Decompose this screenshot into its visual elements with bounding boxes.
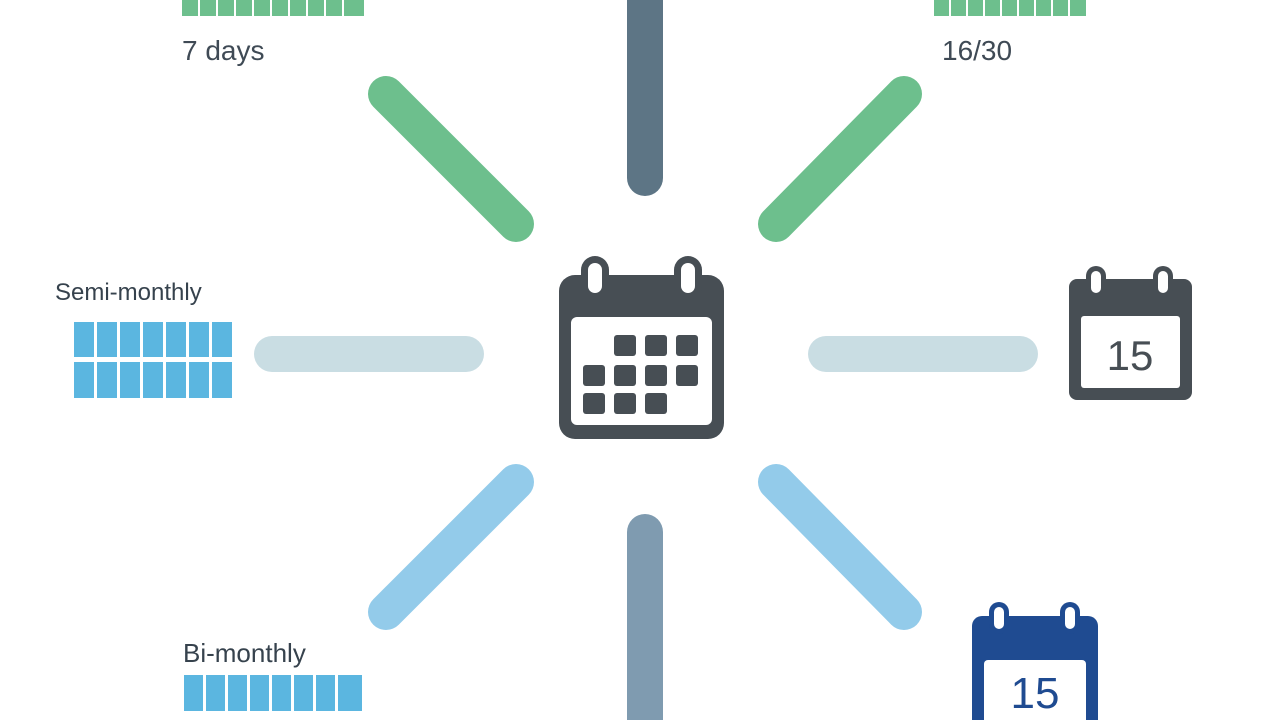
label-semi-monthly: Semi-monthly bbox=[55, 279, 202, 306]
semi-monthly-grid bbox=[74, 322, 232, 398]
top-right-grid bbox=[934, 0, 1086, 16]
calendar-navy-day: 15 bbox=[1011, 669, 1060, 718]
label-16-30: 16/30 bbox=[942, 35, 1013, 66]
spoke-top-left bbox=[368, 76, 534, 242]
spoke-bottom-right bbox=[758, 464, 922, 630]
central-calendar-icon bbox=[559, 256, 724, 439]
bi-monthly-grid bbox=[184, 675, 362, 711]
spoke-bottom-left bbox=[368, 464, 534, 630]
calendar-15-navy-icon bbox=[972, 602, 1098, 720]
calendar-right-day: 15 bbox=[1107, 332, 1154, 379]
label-bi-monthly: Bi-monthly bbox=[183, 638, 306, 668]
label-7-days: 7 days bbox=[182, 35, 265, 66]
calendar-15-icon bbox=[1069, 266, 1192, 400]
top-left-grid bbox=[182, 0, 364, 16]
spoke-top-right bbox=[758, 76, 922, 242]
